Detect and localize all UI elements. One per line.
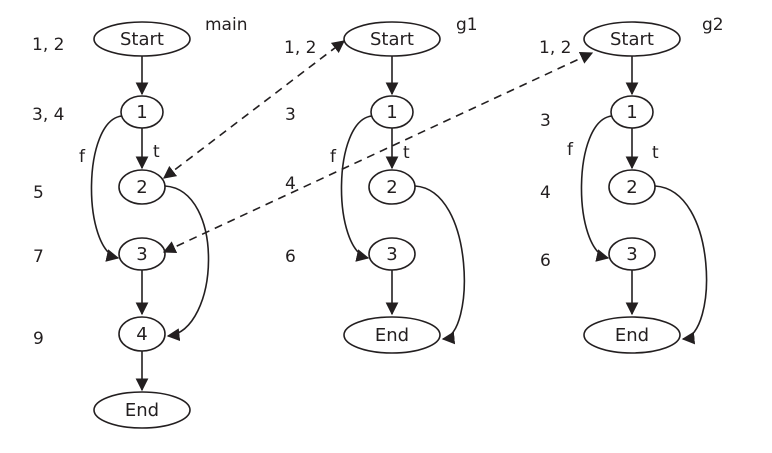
- edge-label-g2-false: f: [567, 140, 574, 160]
- call-edge-main-n3-g2-start: [162, 52, 594, 253]
- node-label-main-n1: 1: [136, 102, 147, 123]
- node-label-g2-n2: 2: [626, 177, 637, 198]
- call-edge-main-n2-g1-start: [162, 40, 346, 179]
- node-label-g1-start: Start: [370, 29, 414, 50]
- line-number-main-start: 1, 2: [32, 35, 64, 55]
- graph-main: main 1, 2 3, 4 5 7 9 t f Start 1 2 3: [32, 15, 247, 429]
- edge-label-main-true: t: [153, 142, 160, 162]
- node-label-g1-n1: 1: [386, 102, 397, 123]
- line-number-main-n2: 5: [33, 183, 44, 203]
- node-main-n1: 1: [120, 95, 164, 129]
- line-number-g1-n3: 6: [285, 247, 296, 267]
- line-number-g2-start: 1, 2: [539, 38, 571, 58]
- node-g1-n2: 2: [368, 169, 416, 205]
- node-label-main-n3: 3: [136, 244, 147, 265]
- node-main-n4: 4: [118, 316, 166, 352]
- graph-g2: g2 1, 2 3 4 6 t f Start 1 2 3 End: [539, 15, 724, 354]
- edge-g1-n2-end: [414, 185, 466, 345]
- line-number-main-n1: 3, 4: [32, 105, 64, 125]
- line-number-g2-n3: 6: [540, 251, 551, 271]
- node-label-g1-n2: 2: [386, 177, 397, 198]
- node-main-n3: 3: [118, 237, 166, 271]
- node-label-main-end: End: [125, 400, 159, 421]
- node-label-main-n2: 2: [136, 177, 147, 198]
- node-label-main-start: Start: [120, 29, 164, 50]
- edge-label-main-false: f: [79, 147, 86, 167]
- node-label-g1-n3: 3: [386, 244, 397, 265]
- call-edges: [162, 40, 594, 253]
- node-g2-start: Start: [583, 21, 681, 57]
- node-g1-n3: 3: [368, 237, 416, 271]
- edge-g2-n2-end: [654, 185, 708, 345]
- edge-label-g1-true: t: [403, 143, 410, 163]
- node-main-end: End: [93, 391, 191, 429]
- line-number-g1-n1: 3: [285, 105, 296, 125]
- node-label-main-n4: 4: [136, 324, 147, 345]
- node-label-g2-n1: 1: [626, 102, 637, 123]
- line-number-g2-n2: 4: [540, 183, 551, 203]
- graph-g1: g1 1, 2 3 4 6 t f Start 1 2 3 End: [284, 15, 478, 354]
- node-main-start: Start: [93, 21, 191, 57]
- line-number-main-n3: 7: [33, 247, 44, 267]
- node-label-g2-end: End: [615, 325, 649, 346]
- line-number-g2-n1: 3: [540, 111, 551, 131]
- edge-g2-n1-n3: [580, 115, 613, 262]
- graph-title-main: main: [205, 15, 247, 35]
- node-label-g1-end: End: [375, 325, 409, 346]
- node-g2-n2: 2: [608, 169, 656, 205]
- edge-g1-n1-n3: [340, 115, 373, 262]
- edge-main-n2-n4: [164, 185, 210, 342]
- line-number-g1-start: 1, 2: [284, 38, 316, 58]
- node-g1-end: End: [343, 316, 441, 354]
- edge-main-n1-n3: [90, 115, 123, 262]
- node-label-g2-start: Start: [610, 29, 654, 50]
- graph-title-g2: g2: [702, 15, 724, 35]
- node-g1-start: Start: [343, 21, 441, 57]
- node-main-n2: 2: [118, 169, 166, 205]
- node-label-g2-n3: 3: [626, 244, 637, 265]
- edge-label-g2-true: t: [652, 143, 659, 163]
- graph-title-g1: g1: [456, 15, 478, 35]
- line-number-main-n4: 9: [33, 329, 44, 349]
- node-g2-end: End: [583, 316, 681, 354]
- node-g2-n1: 1: [610, 95, 654, 129]
- node-g2-n3: 3: [608, 237, 656, 271]
- edge-label-g1-false: f: [330, 147, 337, 167]
- node-g1-n1: 1: [370, 95, 414, 129]
